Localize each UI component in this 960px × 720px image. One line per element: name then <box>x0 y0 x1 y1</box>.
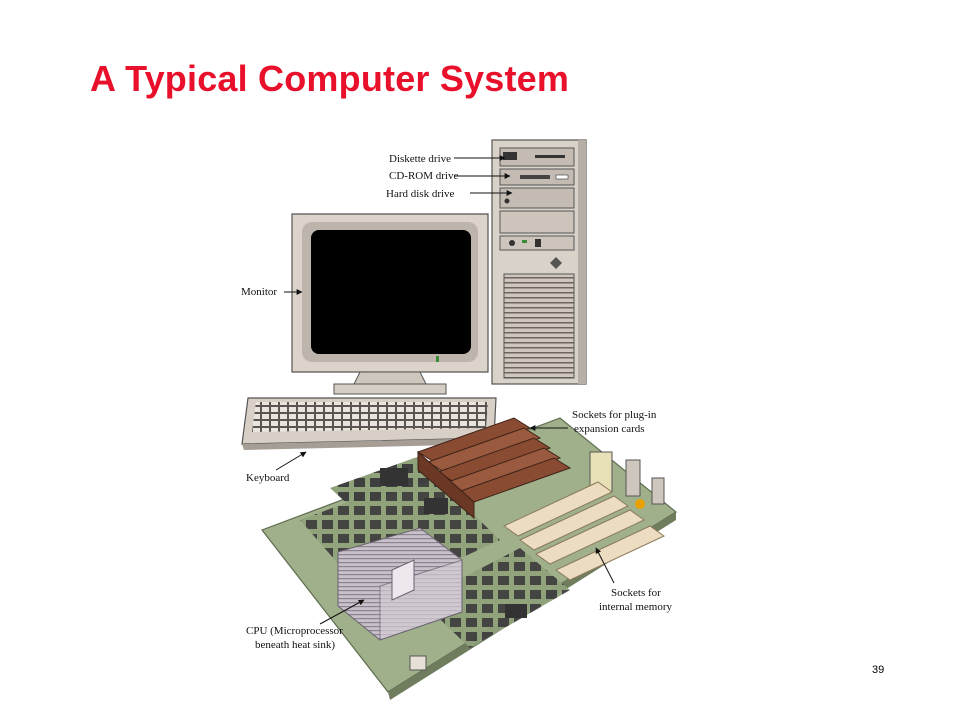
hard-disk-drive-bay <box>499 187 575 209</box>
label-monitor: Monitor <box>241 286 277 298</box>
system-unit-tower <box>491 139 587 385</box>
label-cpu-line2: beneath heat sink) <box>255 639 335 651</box>
page-number: 39 <box>872 664 885 676</box>
label-cd-rom-drive: CD-ROM drive <box>389 170 458 182</box>
label-sockets-expansion-line1: Sockets for plug-in <box>572 409 657 421</box>
label-sockets-memory-line2: internal memory <box>599 601 673 613</box>
expansion-card-sockets <box>416 417 572 520</box>
memory-sockets <box>503 481 665 581</box>
slide-title: A Typical Computer System <box>90 58 570 99</box>
label-sockets-memory-line1: Sockets for <box>611 587 661 599</box>
monitor-screen <box>311 230 471 354</box>
label-hard-disk-drive: Hard disk drive <box>386 188 455 200</box>
label-sockets-expansion-line2: expansion cards <box>574 423 645 435</box>
monitor <box>291 213 489 395</box>
label-diskette-drive: Diskette drive <box>389 153 451 165</box>
label-keyboard: Keyboard <box>246 472 290 484</box>
keyboard <box>241 397 497 450</box>
label-cpu-line1: CPU (Microprocessor <box>246 625 343 637</box>
cpu-heat-sink <box>337 527 463 641</box>
